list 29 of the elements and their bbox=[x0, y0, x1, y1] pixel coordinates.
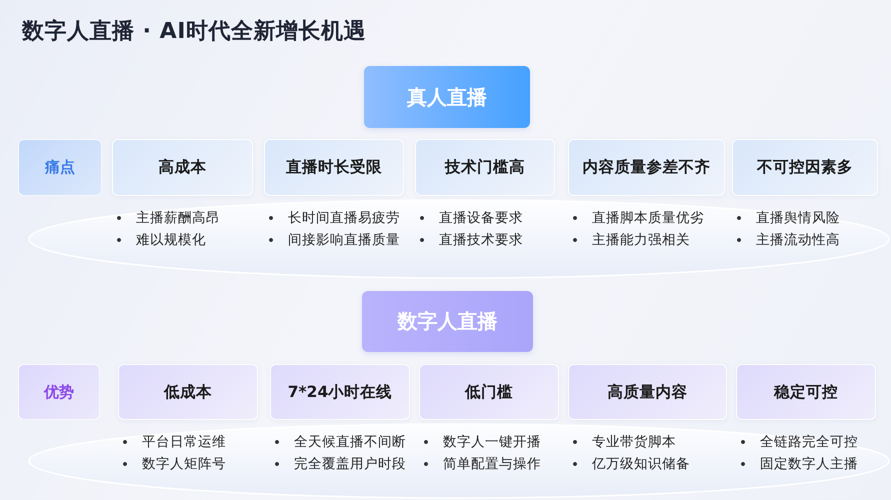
section-banner bbox=[364, 66, 530, 128]
topic-card bbox=[568, 364, 727, 420]
tag-label: 痛点 bbox=[45, 158, 75, 177]
tag-label: 优势 bbox=[44, 382, 74, 402]
section-banner bbox=[362, 291, 533, 352]
card-title: 技术门槛高 bbox=[445, 157, 525, 178]
topic-card bbox=[264, 139, 404, 196]
card-title: 低成本 bbox=[164, 382, 212, 402]
card-title: 稳定可控 bbox=[774, 382, 838, 402]
topic-card bbox=[732, 139, 878, 196]
topic-card bbox=[415, 139, 555, 196]
card-title: 高质量内容 bbox=[608, 382, 688, 402]
page-title: 数字人直播 · AI时代全新增长机遇 bbox=[22, 18, 366, 46]
card-title: 7*24小时在线 bbox=[288, 382, 392, 402]
topic-card bbox=[419, 364, 559, 420]
category-tag bbox=[18, 364, 100, 420]
topic-card bbox=[118, 364, 258, 420]
topic-card bbox=[112, 139, 253, 196]
card-title: 不可控因素多 bbox=[757, 157, 853, 178]
card-title: 低门槛 bbox=[465, 382, 513, 402]
topic-card bbox=[270, 364, 410, 420]
banner-title: 数字人直播 bbox=[398, 308, 498, 335]
card-title: 直播时长受限 bbox=[286, 157, 382, 178]
card-title: 内容质量参差不齐 bbox=[582, 157, 710, 178]
banner-title: 真人直播 bbox=[407, 84, 487, 110]
card-title: 高成本 bbox=[158, 157, 206, 178]
category-tag bbox=[18, 139, 102, 196]
topic-card bbox=[568, 139, 725, 196]
topic-card bbox=[736, 364, 876, 420]
